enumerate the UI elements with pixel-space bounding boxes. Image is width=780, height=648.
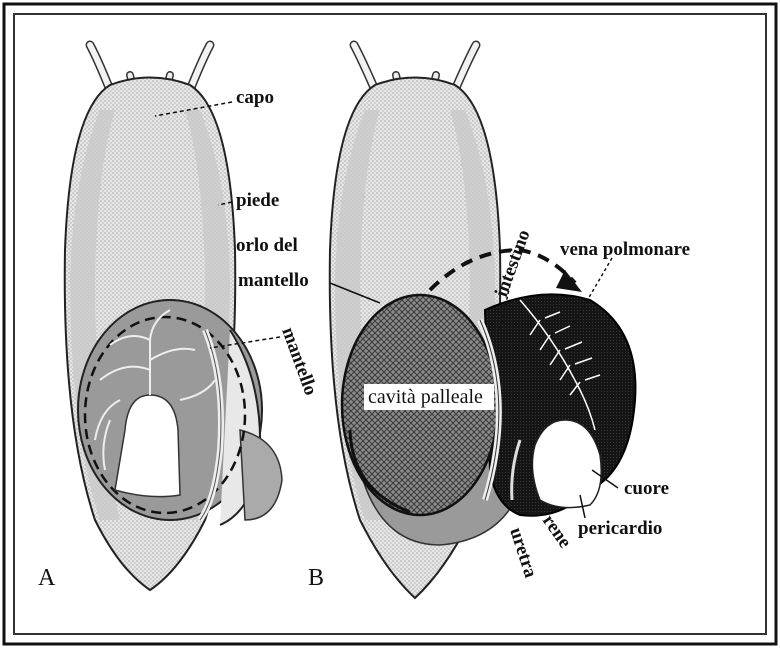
panel-letter-a: A [38,565,56,591]
label-cuore: cuore [624,478,669,499]
label-pericardio: pericardio [578,518,662,539]
label-uretra: uretra [505,525,541,581]
label-mantello-orlo: mantello [238,270,309,291]
label-vena-polmonare: vena polmonare [560,239,690,260]
panel-letter-b: B [308,565,324,591]
label-capo: capo [236,87,274,108]
label-mantello-a: mantello [277,325,321,399]
panel-a-drawing [65,45,282,590]
label-rene: rene [538,511,576,552]
panel-b-drawing [330,45,636,598]
label-cavita-palleale: cavità palleale [368,386,483,408]
label-orlo-del: orlo del [236,235,298,256]
label-piede: piede [236,190,279,211]
